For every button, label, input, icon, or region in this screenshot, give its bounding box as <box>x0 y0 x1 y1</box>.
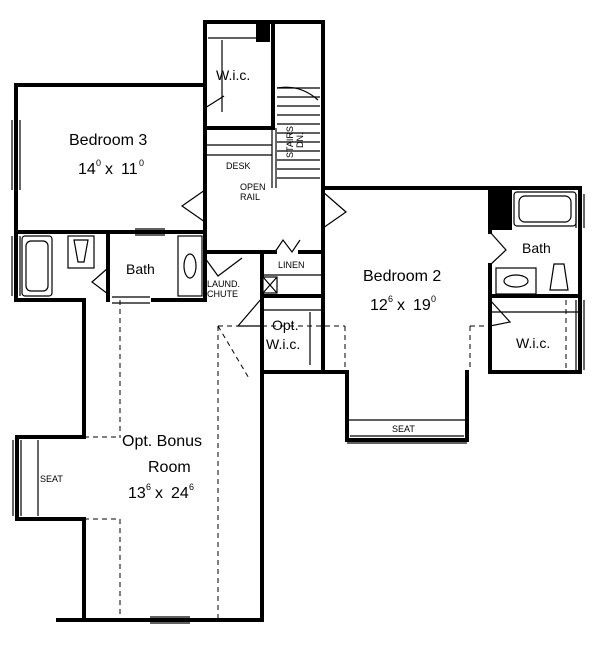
bedroom3-name: Bedroom 3 <box>69 132 147 149</box>
bedroom3-height: 11 <box>121 161 138 178</box>
bedroom3-height-sup: 0 <box>139 158 144 168</box>
bedroom2-name: Bedroom 2 <box>363 268 441 285</box>
bonus-width-sup: 6 <box>146 482 151 492</box>
bedroom2-width: 12 <box>370 297 388 314</box>
stairs-label-line1: STAIRS <box>285 126 295 158</box>
bedroom3-x: x <box>105 161 113 178</box>
bedroom2-height-sup: 0 <box>431 294 436 304</box>
bonus-name-line1: Opt. Bonus <box>122 433 202 450</box>
bedroom2-width-sup: 6 <box>388 294 393 304</box>
bedroom3-width-sup: 0 <box>96 158 101 168</box>
detail-lines <box>11 24 585 624</box>
open-rail-label-line2: RAIL <box>240 192 260 202</box>
bonus-height: 24 <box>171 485 189 502</box>
bonus-width: 13 <box>128 485 146 502</box>
bath-right-label: Bath <box>522 240 551 256</box>
laund-label-line1: LAUND. <box>207 279 240 289</box>
bedroom2-height: 19 <box>413 297 431 314</box>
linen-label: LINEN <box>278 260 305 270</box>
stairs-label-line2: DN. <box>295 133 305 149</box>
seat-bonus-label: SEAT <box>40 474 63 484</box>
exterior-walls <box>14 20 582 622</box>
opt-wic-label-line1: Opt. <box>272 317 298 333</box>
bonus-name-line2: Room <box>148 459 191 476</box>
bonus-x: x <box>155 485 163 502</box>
bonus-height-sup: 6 <box>189 482 194 492</box>
opt-wic-label-line2: W.i.c. <box>266 336 300 352</box>
desk-label: DESK <box>226 161 251 171</box>
optional-dashed-lines <box>84 300 567 618</box>
room-labels: Bedroom 3 14 0 x 11 0 Bedroom 2 12 6 x 1… <box>40 67 551 502</box>
wic-right-label: W.i.c. <box>516 335 550 351</box>
stairs <box>276 86 320 179</box>
seat-bed2-label: SEAT <box>392 424 415 434</box>
wic-top-label: W.i.c. <box>216 67 250 83</box>
bedroom2-x: x <box>397 297 405 314</box>
laund-label-line2: CHUTE <box>207 289 238 299</box>
bedroom3-width: 14 <box>78 161 96 178</box>
bath-left-label: Bath <box>126 261 155 277</box>
open-rail-label-line1: OPEN <box>240 182 266 192</box>
